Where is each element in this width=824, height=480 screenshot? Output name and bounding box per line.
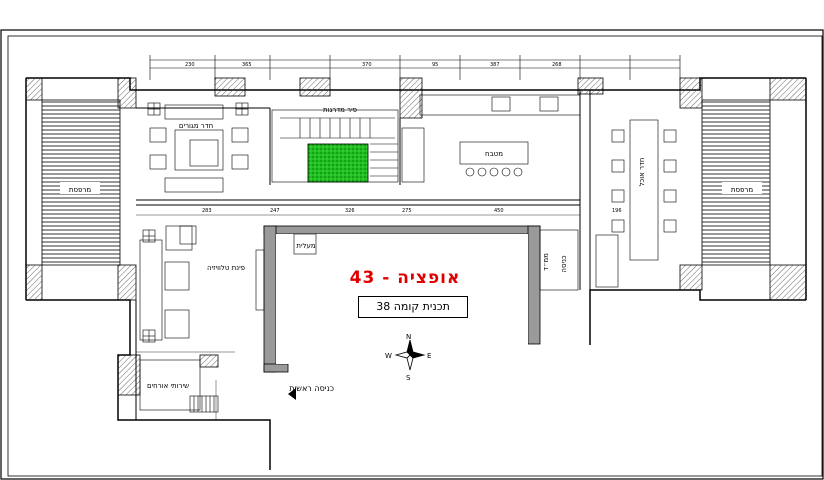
living-furniture — [147, 102, 249, 193]
label-washroom: שירותי אורחים — [147, 382, 189, 390]
label-terrace-left: מרפסת — [69, 186, 91, 194]
label-storage: כניסה — [560, 255, 568, 272]
dim-5: 387 — [490, 62, 500, 68]
dim-3: 370 — [362, 62, 372, 68]
compass-n: N — [406, 333, 411, 341]
structural-columns — [25, 77, 807, 396]
washroom-fixtures — [139, 233, 317, 413]
label-stair-shaft: פיר מדרגות — [323, 106, 357, 114]
core-walls — [263, 225, 541, 373]
label-entrance: כניסה ראשית — [289, 384, 334, 393]
green-service-area — [307, 143, 369, 183]
label-lift: מעלית — [296, 242, 316, 250]
dim-7: 283 — [202, 208, 212, 214]
dim-4: 95 — [432, 62, 438, 68]
compass-w: W — [385, 352, 392, 360]
compass-e: E — [427, 352, 431, 360]
sheet-border-outer — [0, 29, 824, 480]
plan-subtitle: תכנית קומה 38 — [358, 296, 468, 318]
dim-2: 365 — [242, 62, 252, 68]
label-kitchen: מטבח — [485, 150, 503, 158]
dim-12: 196 — [612, 208, 622, 214]
dim-9: 326 — [345, 208, 355, 214]
dim-8: 247 — [270, 208, 280, 214]
dining-right-furniture — [539, 119, 677, 291]
label-dining-corner: פינת טלוויזיה — [207, 264, 245, 272]
top-dimension-lines — [149, 55, 681, 80]
compass-rose — [394, 339, 426, 371]
label-terrace-right: מרפסת — [731, 186, 753, 194]
entrance-arrow-icon — [288, 388, 296, 400]
label-living-room: חדר מגורים — [179, 122, 213, 130]
plan-title: אופציה - 43 — [349, 268, 461, 288]
interior-walls — [135, 90, 591, 420]
dim-11: 450 — [494, 208, 504, 214]
kitchen-fixtures — [401, 94, 581, 183]
sheet-border-inner — [7, 35, 823, 477]
label-service-stair: ממ״ד — [542, 253, 550, 271]
dining-left-furniture — [139, 225, 265, 343]
dim-6: 268 — [552, 62, 562, 68]
compass-s: S — [406, 374, 411, 382]
dim-10: 275 — [402, 208, 412, 214]
dim-1: 230 — [185, 62, 195, 68]
label-dining-room: חדר אוכל — [638, 158, 646, 187]
